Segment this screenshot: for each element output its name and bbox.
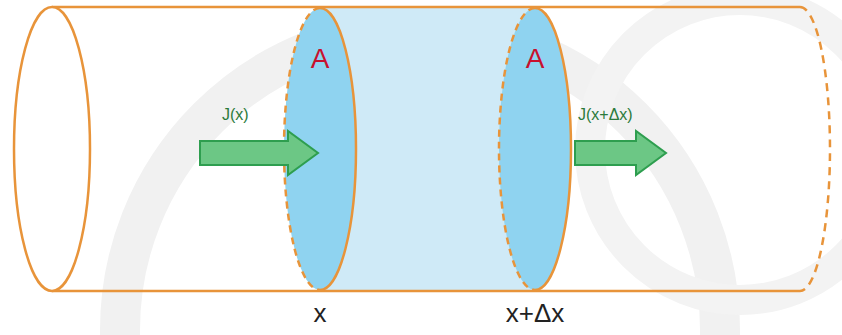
position-label: x+Δx [506, 298, 565, 329]
flux-label: J(x+Δx) [578, 106, 633, 124]
area-label: A [283, 43, 357, 75]
area-label: A [498, 43, 572, 75]
cross-section: A [498, 7, 572, 291]
flux-label: J(x) [222, 106, 249, 124]
position-label: x [314, 298, 327, 329]
cross-section: A [283, 7, 357, 291]
